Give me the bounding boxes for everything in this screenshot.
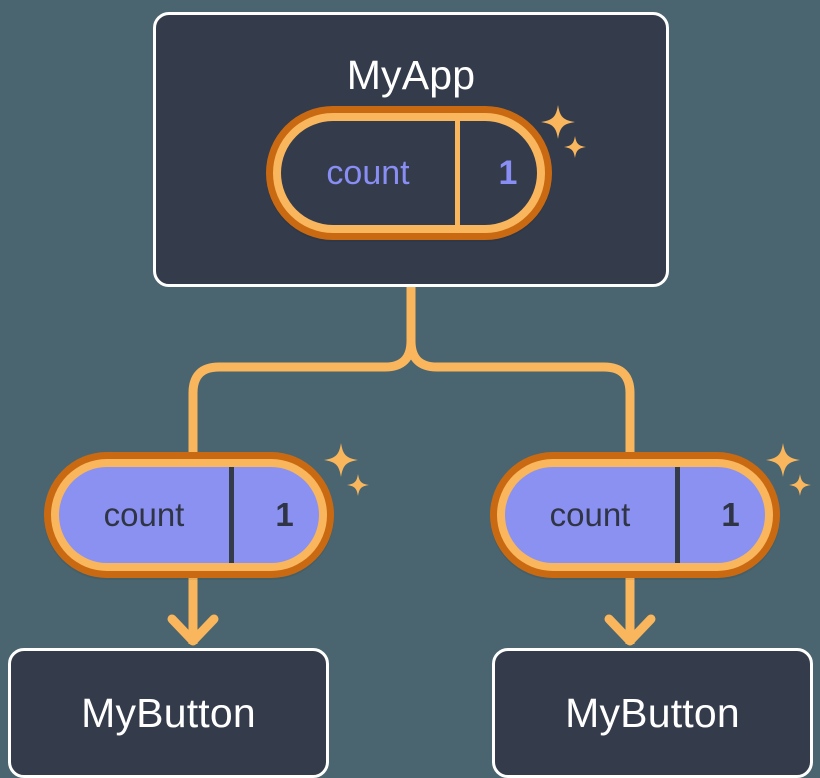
arrow-down-head-icon [604, 614, 656, 646]
state-value-label: 1 [498, 153, 518, 192]
state-pill-body: count 1 [281, 121, 537, 225]
prop-key-label: count [549, 496, 631, 533]
component-card-mybutton-right[interactable]: MyButton [492, 648, 813, 778]
prop-value-label: 1 [275, 496, 294, 533]
prop-value-label: 1 [721, 496, 740, 533]
component-label-myapp: MyApp [346, 52, 476, 98]
prop-pill-outer-ring: count 1 [490, 452, 780, 578]
prop-pill-right[interactable]: count 1 [490, 452, 780, 578]
state-pill-outer-ring: count 1 [266, 106, 552, 240]
sparkle-four-point-small-icon [347, 474, 369, 496]
prop-pill-body: count 1 [59, 467, 319, 563]
branch-connector-icon [406, 282, 635, 457]
prop-pill-divider [229, 467, 234, 563]
component-card-mybutton-left[interactable]: MyButton [8, 648, 329, 778]
prop-pill-body: count 1 [505, 467, 765, 563]
prop-pill-inner-ring: count 1 [51, 459, 327, 571]
component-label-mybutton: MyButton [565, 689, 740, 736]
state-key-label: count [326, 153, 410, 192]
component-label-mybutton: MyButton [81, 689, 256, 736]
prop-key-label: count [103, 496, 185, 533]
prop-pill-left[interactable]: count 1 [44, 452, 334, 578]
state-pill-divider [455, 121, 460, 225]
arrow-down-head-icon [167, 614, 219, 646]
state-pill-root[interactable]: count 1 [266, 106, 552, 240]
prop-pill-outer-ring: count 1 [44, 452, 334, 578]
prop-pill-divider [675, 467, 680, 563]
sparkle-four-point-small-icon [789, 474, 811, 496]
state-pill-inner-ring: count 1 [273, 113, 545, 233]
branch-connector-left-icon [188, 336, 416, 457]
prop-pill-inner-ring: count 1 [497, 459, 773, 571]
